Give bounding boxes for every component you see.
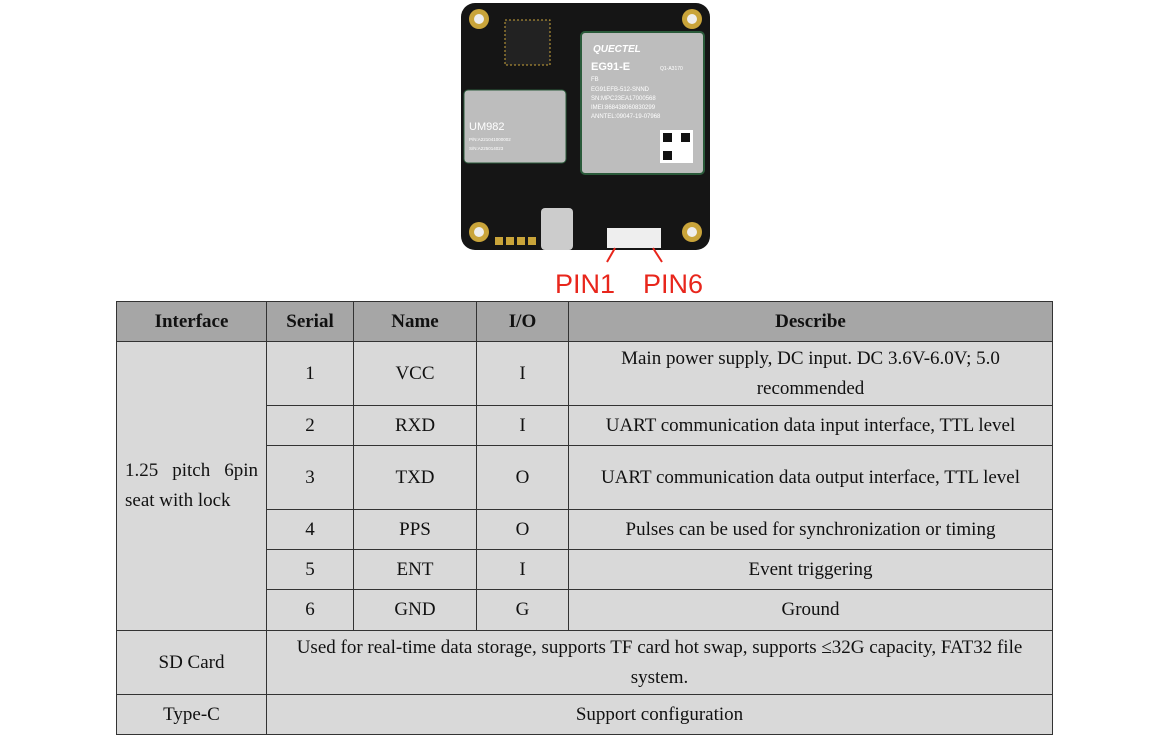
serial-cell: 4 bbox=[266, 509, 354, 550]
describe-cell: Event triggering bbox=[568, 549, 1053, 590]
header-interface: Interface bbox=[116, 301, 267, 342]
io-cell: I bbox=[476, 405, 569, 446]
serial-cell: 6 bbox=[266, 589, 354, 631]
lte-code: Q1-A3170 bbox=[660, 66, 683, 72]
describe-cell: UART communication data output interface… bbox=[568, 445, 1053, 510]
describe-cell: Ground bbox=[568, 589, 1053, 631]
lte-sn: SN:MPC23EA17000568 bbox=[591, 96, 656, 102]
name-cell: GND bbox=[353, 589, 477, 631]
table-row: 3 TXD O UART communication data output i… bbox=[117, 445, 1053, 510]
lte-brand: QUECTEL bbox=[593, 44, 641, 55]
header-serial: Serial bbox=[266, 301, 354, 342]
serial-cell: 1 bbox=[266, 341, 354, 406]
interface-table: Interface Serial Name I/O Describe 1.25 … bbox=[116, 301, 1053, 735]
table-row: 6 GND G Ground bbox=[117, 589, 1053, 631]
header-io: I/O bbox=[476, 301, 569, 342]
name-cell: TXD bbox=[353, 445, 477, 510]
pin6-label: PIN6 bbox=[643, 269, 703, 299]
sd-card-describe: Used for real-time data storage, support… bbox=[266, 630, 1053, 695]
lte-anntel: ANNTEL:09047-19-07968 bbox=[591, 114, 661, 120]
table-row: 4 PPS O Pulses can be used for synchroni… bbox=[117, 509, 1053, 550]
lte-imei: IMEI:868438060830299 bbox=[591, 105, 656, 111]
gnss-sn: S/N:A225014023 bbox=[469, 146, 504, 151]
table-row: 1.25 pitch 6pin seat with lock 1 VCC I M… bbox=[116, 341, 1053, 631]
type-c-describe: Support configuration bbox=[266, 694, 1053, 735]
lte-model: EG91-E bbox=[591, 61, 630, 73]
serial-cell: 2 bbox=[266, 405, 354, 446]
sd-card-row: SD Card Used for real-time data storage,… bbox=[116, 630, 1053, 695]
pin1-label: PIN1 bbox=[555, 269, 615, 299]
describe-cell: Pulses can be used for synchronization o… bbox=[568, 509, 1053, 550]
gnss-pn: P/N:A221041000002 bbox=[469, 137, 511, 142]
describe-cell: Main power supply, DC input. DC 3.6V-6.0… bbox=[568, 341, 1053, 406]
name-cell: RXD bbox=[353, 405, 477, 446]
io-cell: G bbox=[476, 589, 569, 631]
header-name: Name bbox=[353, 301, 477, 342]
io-cell: I bbox=[476, 549, 569, 590]
serial-cell: 3 bbox=[266, 445, 354, 510]
type-c-label: Type-C bbox=[116, 694, 267, 735]
name-cell: VCC bbox=[353, 341, 477, 406]
lte-part: EG91EFB-512-SNND bbox=[591, 87, 650, 93]
lte-variant: FB bbox=[591, 77, 599, 83]
io-cell: O bbox=[476, 445, 569, 510]
describe-cell: UART communication data input interface,… bbox=[568, 405, 1053, 446]
type-c-row: Type-C Support configuration bbox=[116, 694, 1053, 735]
name-cell: ENT bbox=[353, 549, 477, 590]
name-cell: PPS bbox=[353, 509, 477, 550]
table-row: 5 ENT I Event triggering bbox=[117, 549, 1053, 590]
io-cell: O bbox=[476, 509, 569, 550]
interface-cell: 1.25 pitch 6pin seat with lock bbox=[116, 341, 267, 631]
io-cell: I bbox=[476, 341, 569, 406]
gnss-model-label: UM982 bbox=[469, 121, 504, 133]
module-board-image: UM982 P/N:A221041000002 S/N:A225014023 Q… bbox=[461, 3, 710, 299]
table-row: 2 RXD I UART communication data input in… bbox=[117, 405, 1053, 446]
serial-cell: 5 bbox=[266, 549, 354, 590]
table-header-row: Interface Serial Name I/O Describe bbox=[116, 301, 1053, 342]
sd-card-label: SD Card bbox=[116, 630, 267, 695]
header-describe: Describe bbox=[568, 301, 1053, 342]
